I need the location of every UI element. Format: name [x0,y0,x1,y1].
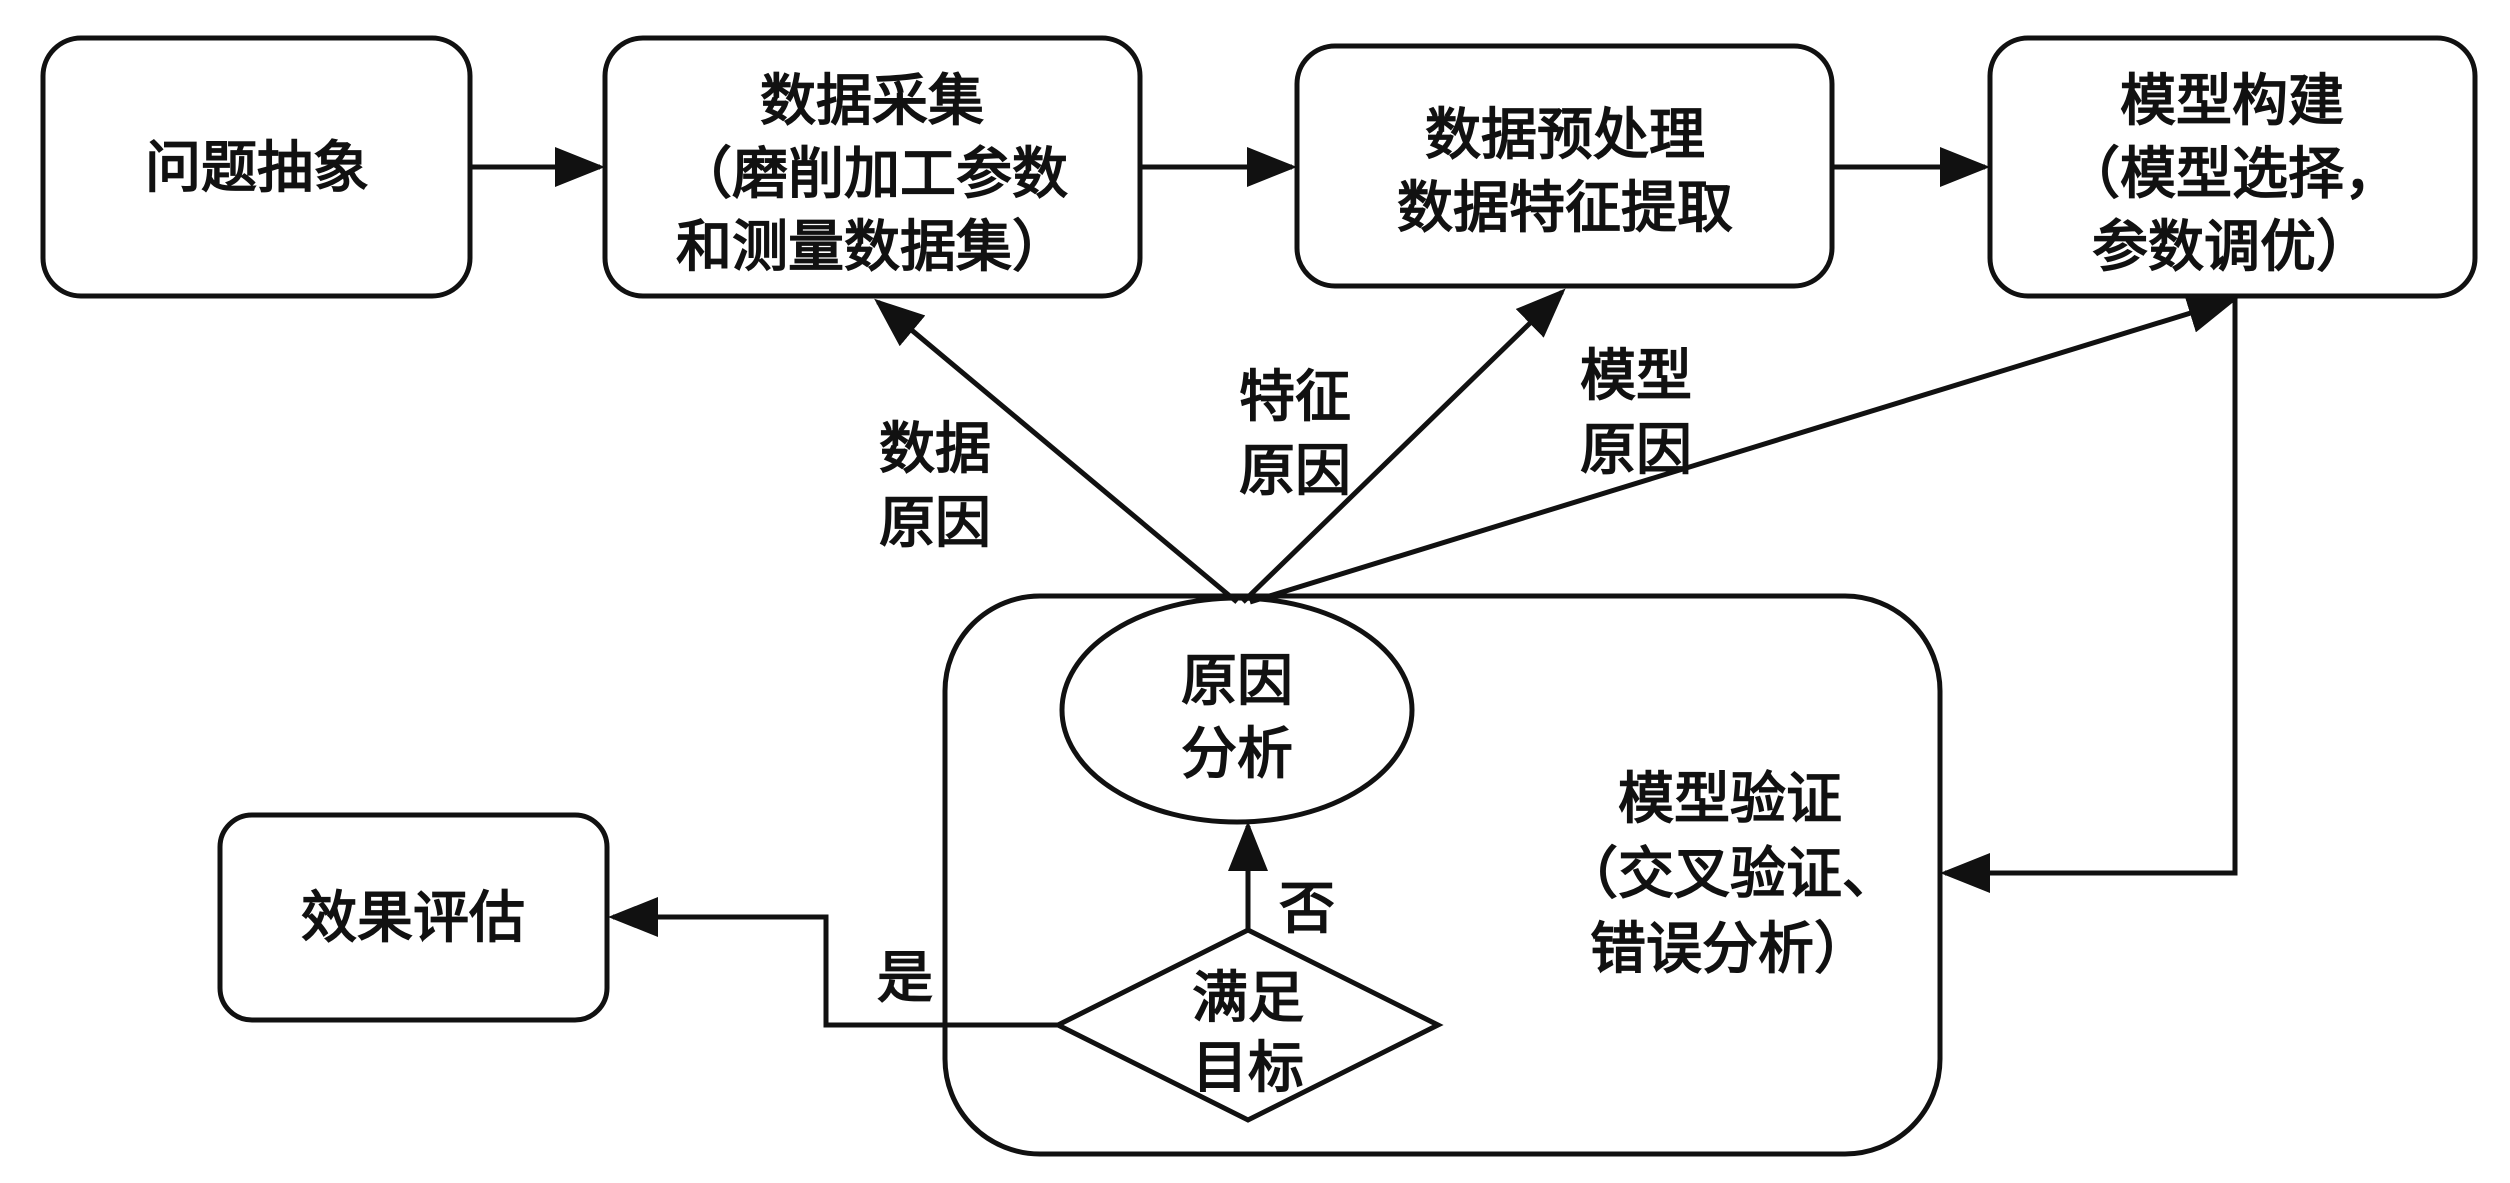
effect-evaluation-box [217,812,610,1023]
svg-text:（交叉验证、: （交叉验证、 [1562,842,1898,907]
arrow-cause-to-preprocessing [1241,288,1566,604]
model-building-label: 模型构建 （模型选择， 参数调优） [2064,69,2400,280]
goal-check-diamond [1052,927,1444,1123]
feature-cause-edge-label: 特征 原因 [1239,365,1351,504]
effect-evaluation-label: 效果评估 [301,886,525,951]
svg-text:数据特征提取: 数据特征提取 [1397,176,1733,241]
svg-text:特征: 特征 [1239,365,1351,430]
arrow-building-to-verification [1940,296,2238,893]
model-verification-label: 模型验证 （交叉验证、 错误分析） [1562,767,1898,982]
svg-text:参数调优）: 参数调优） [2092,215,2372,280]
cause-analysis-label: 原因 分析 [1181,649,1293,787]
svg-text:模型构建: 模型构建 [2120,69,2344,134]
svg-text:（磨削加工参数: （磨削加工参数 [676,142,1068,207]
svg-text:原因: 原因 [879,491,991,556]
svg-text:效果评估: 效果评估 [301,886,525,951]
data-preprocessing-label: 数据预处理 数据特征提取 [1397,103,1733,241]
svg-text:数据采集: 数据采集 [760,69,984,134]
svg-text:数据: 数据 [879,417,991,482]
svg-text:满足: 满足 [1192,966,1304,1031]
arrow-cause-to-collection [874,298,1239,604]
svg-text:目标: 目标 [1192,1036,1304,1101]
arrow-cause-to-building [1249,294,2238,605]
svg-text:原因: 原因 [1181,649,1293,714]
svg-text:原因: 原因 [1239,439,1351,504]
svg-text:模型验证: 模型验证 [1618,767,1842,832]
model-cause-edge-label: 模型 原因 [1580,344,1692,483]
svg-text:（模型选择，: （模型选择， [2064,142,2400,207]
svg-text:模型: 模型 [1580,344,1692,409]
problem-abstraction-label: 问题抽象 [145,136,369,201]
svg-text:否: 否 [1279,877,1335,942]
data-collection-label: 数据采集 （磨削加工参数 和测量数据集） [676,69,1068,280]
goal-check-label: 满足 目标 [1192,966,1304,1101]
data-cause-edge-label: 数据 原因 [879,417,991,556]
svg-text:原因: 原因 [1580,418,1692,483]
svg-text:数据预处理: 数据预处理 [1425,103,1705,168]
svg-text:是: 是 [877,946,933,1011]
yes-edge-label: 是 [877,946,933,1011]
svg-text:问题抽象: 问题抽象 [145,136,369,201]
arrow-goal-to-evaluation [608,897,1058,1028]
svg-text:和测量数据集）: 和测量数据集） [676,215,1068,280]
svg-text:错误分析）: 错误分析） [1590,917,1870,982]
svg-text:分析: 分析 [1181,722,1293,787]
no-edge-label: 否 [1279,877,1335,942]
